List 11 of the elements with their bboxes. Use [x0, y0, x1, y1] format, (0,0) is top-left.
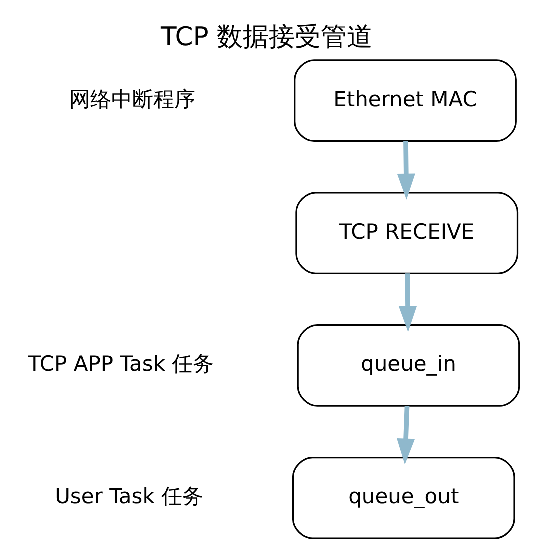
arrow — [398, 273, 418, 332]
node-box: queue_out — [292, 456, 516, 539]
arrow — [397, 406, 416, 464]
label: 网络中断程序 — [70, 86, 196, 111]
node-box: Ethernet MAC — [294, 59, 517, 142]
label: User Task 任务 — [55, 484, 204, 508]
node-box: queue_in — [297, 324, 520, 406]
label: TCP APP Task 任务 — [28, 352, 214, 376]
node-box: TCP RECEIVE — [296, 192, 519, 274]
arrow — [397, 140, 416, 200]
diagram-title: TCP 数据接受管道 — [160, 22, 374, 52]
